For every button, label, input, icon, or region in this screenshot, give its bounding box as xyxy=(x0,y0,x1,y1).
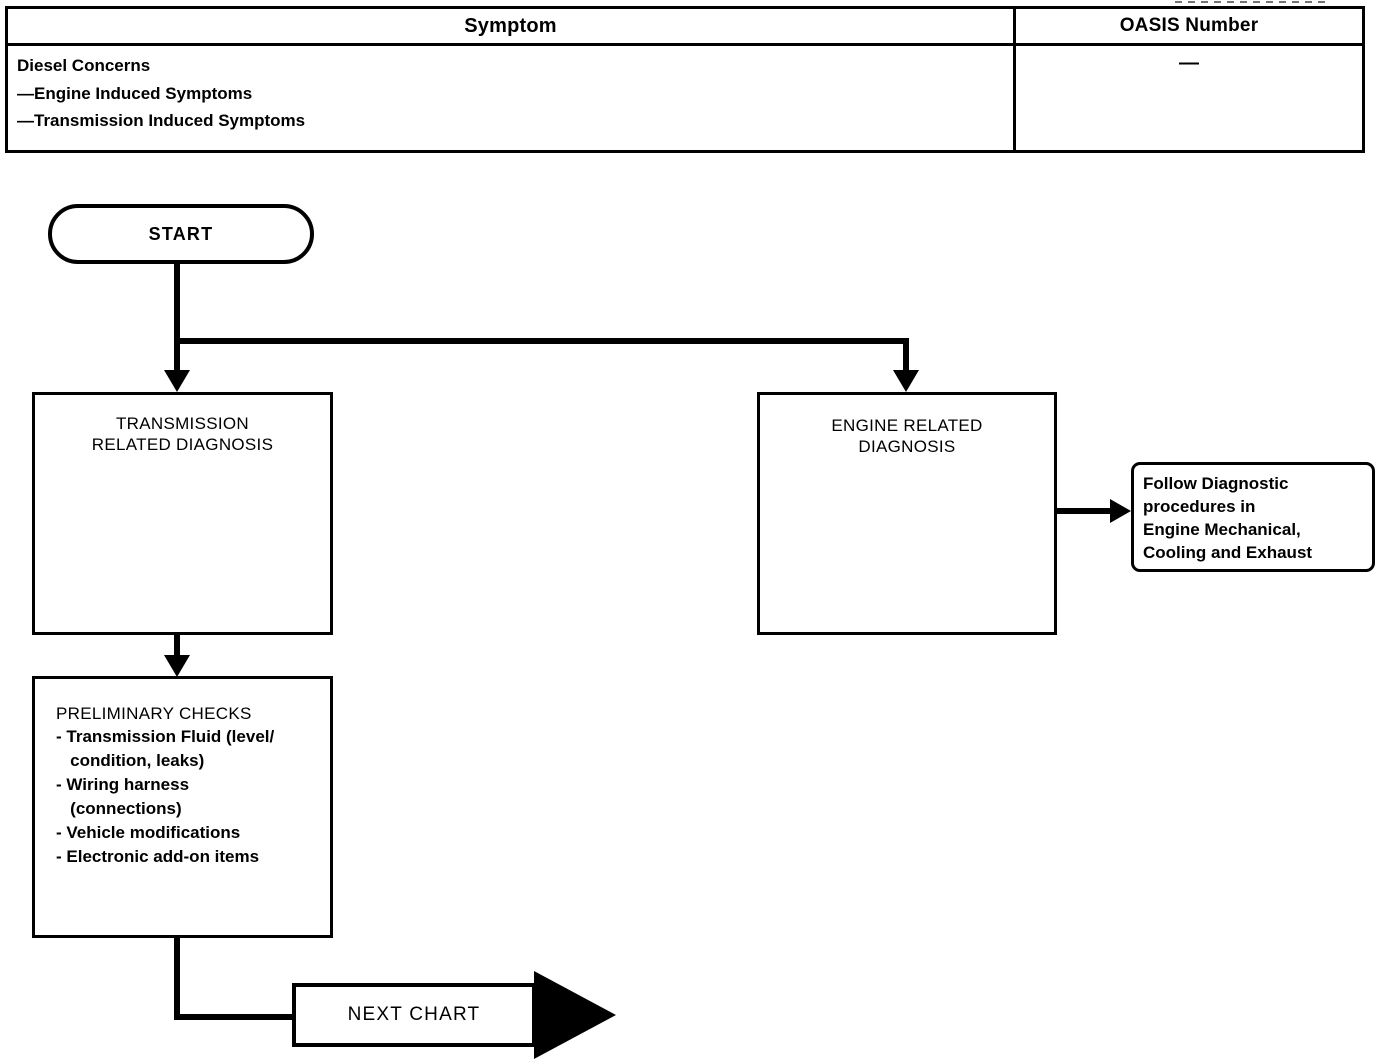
preliminary-checks-title: PRELIMINARY CHECKS xyxy=(56,704,252,723)
connector-transmission-to-preliminary xyxy=(174,635,180,665)
preliminary-checks-item: - Wiring harness xyxy=(56,775,190,794)
preliminary-checks-item: - Electronic add-on items xyxy=(56,847,260,866)
preliminary-checks-node: PRELIMINARY CHECKS - Transmission Fluid … xyxy=(32,676,333,938)
connector-preliminary-to-next-chart xyxy=(174,1014,296,1020)
arrowhead-to-note-icon xyxy=(1110,499,1131,523)
next-chart-arrowhead-icon xyxy=(534,971,616,1059)
preliminary-checks-item: condition, leaks) xyxy=(56,751,205,770)
next-chart-button[interactable]: NEXT CHART xyxy=(292,983,536,1047)
start-node: START xyxy=(48,204,314,264)
follow-note-line: procedures in xyxy=(1143,497,1256,516)
transmission-node-line1: TRANSMISSION xyxy=(115,414,249,433)
engine-node-line1: ENGINE RELATED xyxy=(831,416,983,435)
follow-note-line: Follow Diagnostic xyxy=(1143,474,1289,493)
symptom-item: —Engine Induced Symptoms xyxy=(17,84,253,103)
preliminary-checks-item: - Transmission Fluid (level/ xyxy=(56,727,275,746)
transmission-node-line2: RELATED DIAGNOSIS xyxy=(91,435,274,454)
arrowhead-to-preliminary-icon xyxy=(164,655,190,677)
oasis-number-value: — xyxy=(1179,52,1199,74)
table-header-row: Symptom OASIS Number xyxy=(8,9,1362,46)
column-header-oasis-number: OASIS Number xyxy=(1119,15,1259,36)
connector-engine-to-note xyxy=(1057,508,1113,514)
column-header-symptom: Symptom xyxy=(464,14,557,37)
transmission-related-diagnosis-node: TRANSMISSION RELATED DIAGNOSIS xyxy=(32,392,333,635)
follow-diagnostic-note: Follow Diagnostic procedures in Engine M… xyxy=(1131,462,1375,572)
engine-related-diagnosis-node: ENGINE RELATED DIAGNOSIS xyxy=(757,392,1057,635)
connector-branch-horizontal xyxy=(174,338,909,344)
arrowhead-to-transmission-icon xyxy=(164,370,190,392)
engine-node-line2: DIAGNOSIS xyxy=(858,437,956,456)
follow-note-line: Cooling and Exhaust xyxy=(1143,543,1313,562)
preliminary-checks-item: (connections) xyxy=(56,799,182,818)
arrowhead-to-engine-icon xyxy=(893,370,919,392)
connector-to-engine xyxy=(903,338,909,378)
connector-start-trunk xyxy=(174,262,180,344)
symptom-table: Symptom OASIS Number Diesel Concerns —En… xyxy=(5,6,1365,153)
follow-note-line: Engine Mechanical, xyxy=(1143,520,1301,539)
scan-artifact-line xyxy=(1175,1,1325,3)
symptom-item: —Transmission Induced Symptoms xyxy=(17,111,306,130)
table-column-divider xyxy=(1013,9,1016,150)
next-chart-label: NEXT CHART xyxy=(347,1004,481,1025)
oasis-number-cell: — xyxy=(1016,46,1362,150)
table-row: Diesel Concerns —Engine Induced Symptoms… xyxy=(8,46,1013,150)
symptom-group-title: Diesel Concerns xyxy=(17,56,151,75)
connector-preliminary-down xyxy=(174,938,180,1020)
connector-to-transmission xyxy=(174,338,180,378)
preliminary-checks-item: - Vehicle modifications xyxy=(56,823,241,842)
start-node-label: START xyxy=(148,223,214,244)
